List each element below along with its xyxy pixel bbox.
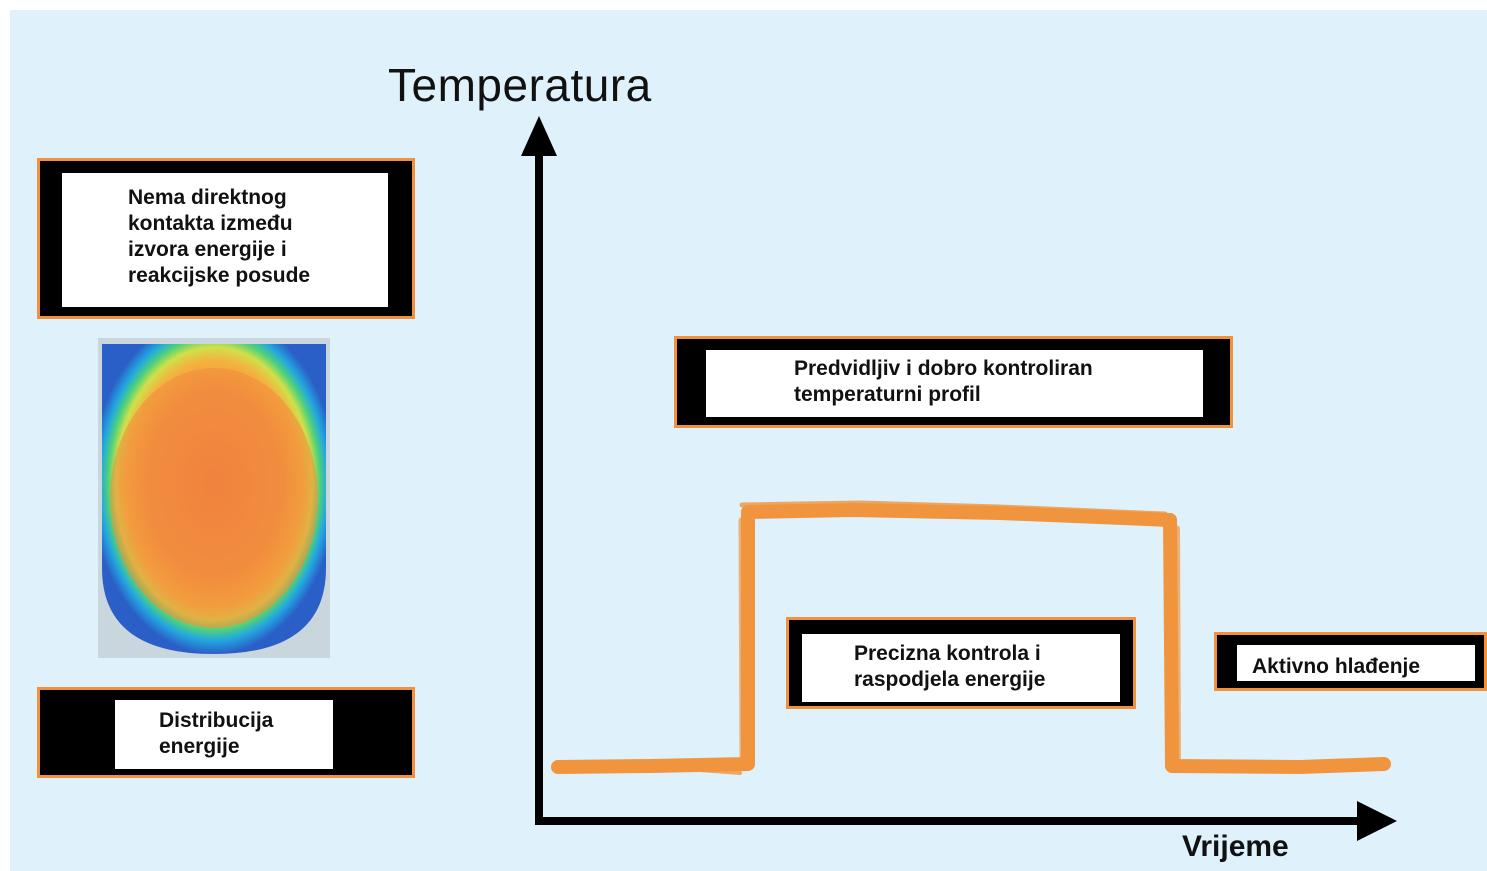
- x-axis-label: Vrijeme: [1182, 830, 1289, 863]
- y-axis-label: Temperatura: [388, 59, 652, 111]
- precise-control-label: Precizna kontrola i raspodjela energije: [802, 634, 1120, 702]
- y-axis: [521, 116, 557, 822]
- no-contact-label: Nema direktnog kontakta između izvora en…: [62, 173, 388, 307]
- distribution-label: Distribucija energije: [115, 700, 333, 769]
- distribution-box: Distribucija energije: [37, 687, 415, 778]
- active-cooling-box: Aktivno hlađenje: [1214, 632, 1487, 691]
- y-axis-arrow-icon: [521, 116, 557, 156]
- x-axis-arrow-icon: [1357, 801, 1397, 841]
- thermal-map-icon: [98, 338, 330, 658]
- x-axis: [535, 801, 1397, 841]
- active-cooling-label: Aktivno hlađenje: [1237, 645, 1475, 681]
- thermal-map-image: [98, 338, 330, 658]
- precise-control-box: Precizna kontrola i raspodjela energije: [786, 617, 1136, 709]
- temperature-profile-label: Predvidljiv i dobro kontroliran temperat…: [706, 350, 1203, 417]
- temperature-profile-line: [551, 500, 1391, 775]
- no-contact-box: Nema direktnog kontakta između izvora en…: [37, 158, 415, 319]
- temperature-profile-box: Predvidljiv i dobro kontroliran temperat…: [674, 336, 1233, 428]
